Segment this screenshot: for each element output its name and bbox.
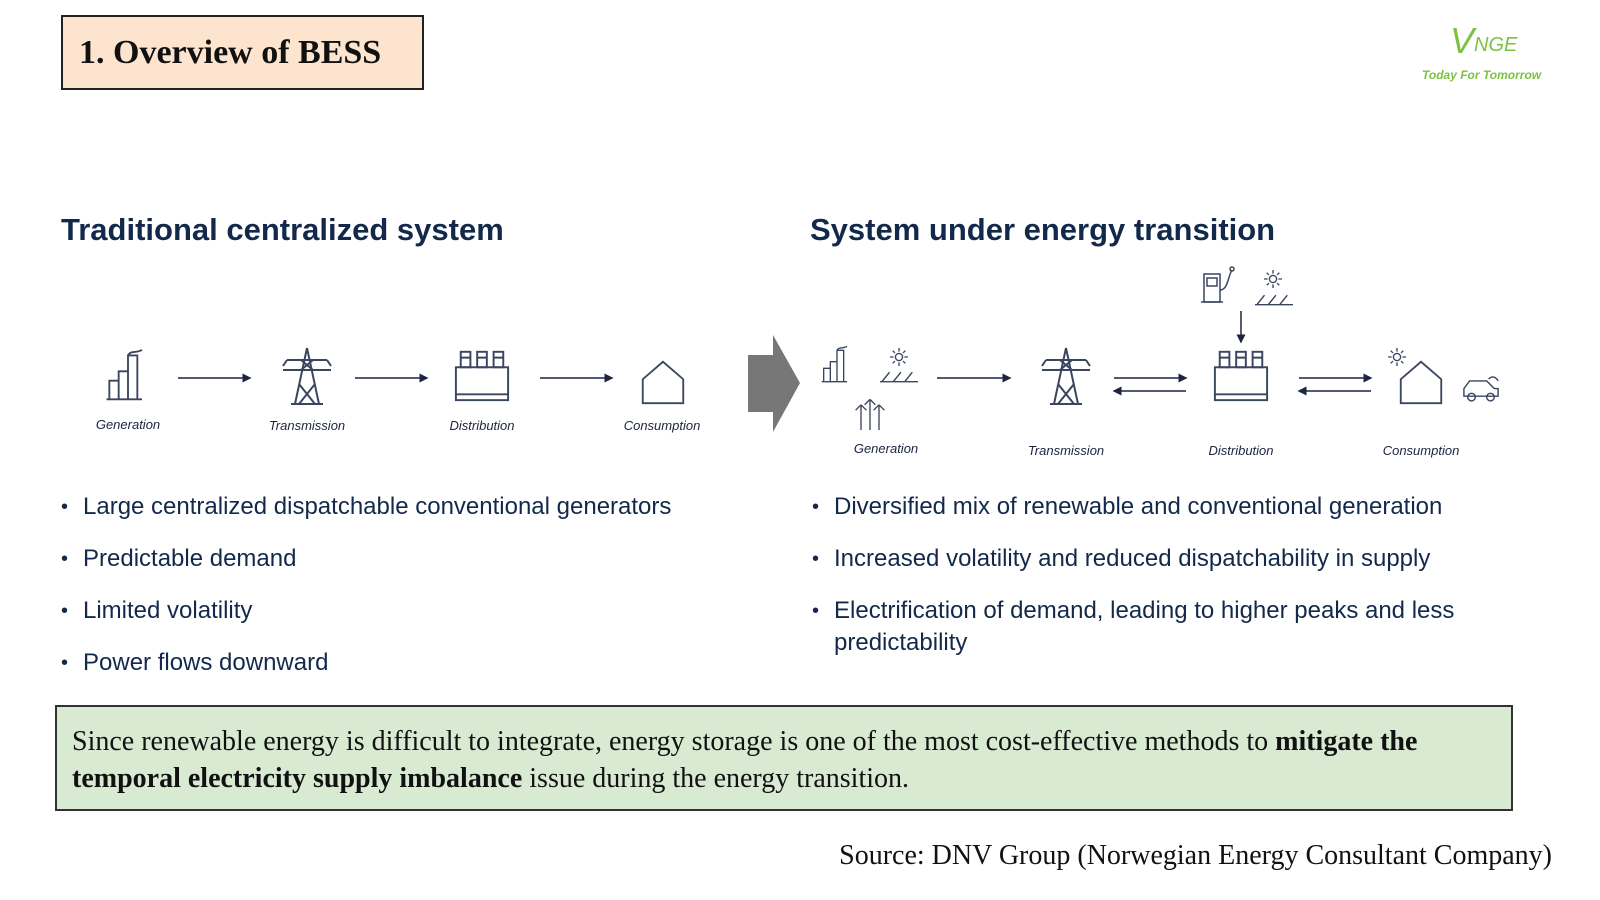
- solar-panel-icon: [1255, 294, 1293, 306]
- bullet-item: Limited volatility: [61, 595, 761, 627]
- sun-icon: [890, 348, 908, 366]
- stage-label: Generation: [853, 441, 919, 456]
- vnge-logo: V NGE Today For Tomorrow: [1418, 18, 1558, 88]
- logo-mark: V: [1450, 20, 1475, 61]
- transformer-icon: [1213, 350, 1269, 402]
- stage-label: Transmission: [1027, 443, 1105, 458]
- note-text-end: issue during the energy transition.: [522, 763, 910, 794]
- flow-diagram: [105, 266, 1499, 432]
- left-heading: Traditional centralized system: [61, 212, 504, 247]
- bullet-item: Power flows downward: [61, 647, 761, 679]
- bullet-item: Large centralized dispatchable conventio…: [61, 491, 761, 523]
- stage-label: Consumption: [1382, 443, 1460, 458]
- right-bullets: Diversified mix of renewable and convent…: [812, 491, 1542, 679]
- logo-name: NGE: [1474, 34, 1518, 56]
- bullet-item: Electrification of demand, leading to hi…: [812, 595, 1542, 659]
- bullet-item: Increased volatility and reduced dispatc…: [812, 543, 1542, 575]
- right-heading: System under energy transition: [810, 212, 1276, 247]
- stage-label: Generation: [95, 417, 161, 432]
- stage-label: Transmission: [268, 418, 346, 433]
- bullet-item: Diversified mix of renewable and convent…: [812, 491, 1542, 523]
- transformer-icon: [454, 350, 510, 402]
- house-icon: [1399, 360, 1443, 405]
- sun-icon: [1264, 270, 1282, 288]
- slide-title: 1. Overview of BESS: [61, 15, 424, 90]
- logo-tagline: Today For Tomorrow: [1422, 68, 1542, 82]
- ev-charger-icon: [1200, 266, 1235, 303]
- left-bullets: Large centralized dispatchable conventio…: [61, 491, 761, 699]
- factory-icon: [105, 348, 143, 401]
- transmission-tower-icon: [1041, 347, 1091, 405]
- factory-icon: [820, 345, 848, 383]
- wind-turbine-icon: [854, 398, 886, 430]
- stage-label: Distribution: [449, 418, 515, 433]
- note-emphasis: mitigate the temporal electricity supply…: [72, 726, 1418, 794]
- transition-arrow-icon: [748, 335, 800, 432]
- note-text: Since renewable energy is difficult to i…: [72, 726, 1276, 757]
- conclusion-box: Since renewable energy is difficult to i…: [55, 705, 1513, 811]
- source-citation: Source: DNV Group (Norwegian Energy Cons…: [839, 840, 1552, 871]
- house-icon: [641, 360, 685, 405]
- sun-icon: [1388, 348, 1406, 366]
- bullet-item: Predictable demand: [61, 543, 761, 575]
- stage-label: Consumption: [623, 418, 701, 433]
- solar-panel-icon: [880, 371, 918, 383]
- transmission-tower-icon: [282, 347, 332, 405]
- stage-label: Distribution: [1208, 443, 1274, 458]
- electric-car-icon: [1463, 376, 1499, 402]
